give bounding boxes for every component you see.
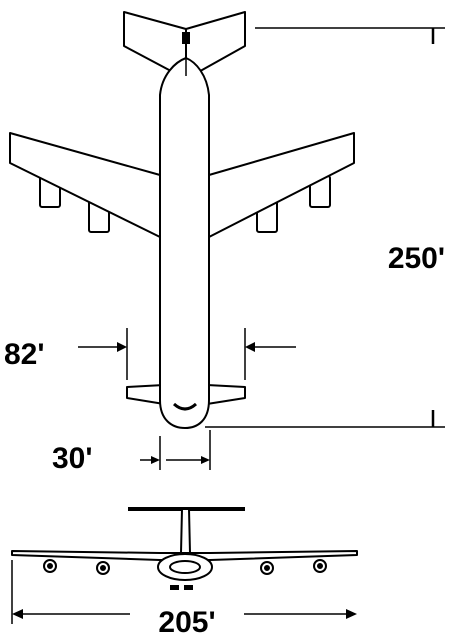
- front-fuselage-inner: [169, 560, 201, 574]
- nose-wing-right: [206, 384, 246, 405]
- dimension-lines-front-view: [11, 560, 357, 624]
- tail-fin-marker: [182, 32, 190, 44]
- front-tail-fin: [180, 508, 191, 554]
- dimension-lines-top-view: [78, 27, 445, 470]
- front-engine-3-hub: [264, 565, 270, 571]
- length-label: 250': [388, 242, 445, 275]
- span-arrowhead-right: [346, 609, 357, 619]
- wheel-track-label: 82': [4, 338, 45, 371]
- aircraft-front-view: [11, 507, 358, 590]
- wing-right: [208, 132, 355, 238]
- front-engine-1-hub: [47, 563, 53, 569]
- track-arrowhead-right: [245, 342, 255, 352]
- aircraft-top-view: [9, 11, 355, 429]
- width-arrowhead-right: [201, 456, 210, 464]
- front-landing-gear-right: [184, 585, 193, 590]
- track-arrowhead-left: [117, 342, 127, 352]
- front-engine-2-hub: [100, 565, 106, 571]
- width-arrowhead-left: [151, 456, 160, 464]
- wingspan-label: 205': [158, 606, 215, 634]
- cockpit-window: [172, 402, 198, 411]
- fuselage: [159, 57, 210, 429]
- nose-wing-left: [126, 384, 165, 405]
- span-arrowhead-left: [12, 609, 23, 619]
- front-landing-gear-left: [170, 585, 179, 590]
- wing-left: [9, 132, 161, 238]
- fuselage-width-label: 30': [52, 442, 93, 475]
- front-engine-4-hub: [317, 563, 323, 569]
